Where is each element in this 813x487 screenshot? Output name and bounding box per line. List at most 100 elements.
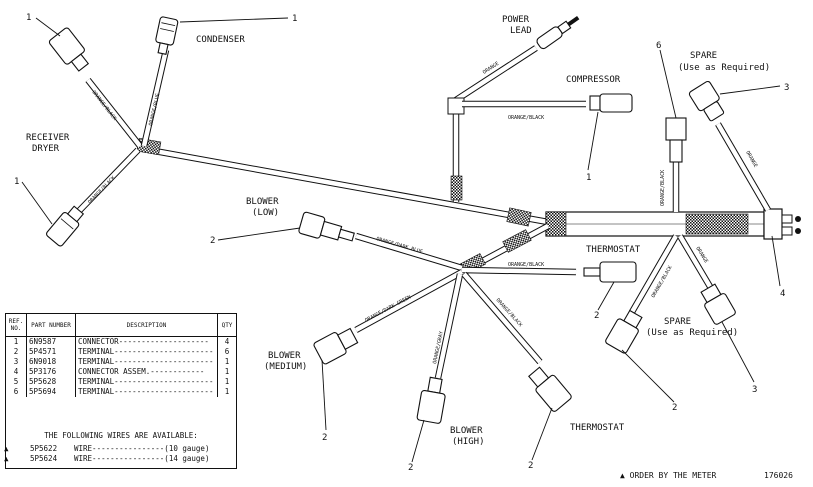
table-row: 1 6N9587 CONNECTOR-------------------- 4 (6, 336, 236, 347)
wire-desc: WIRE----------------(14 gauge) (74, 454, 210, 463)
wire-label-orange-black-mid: ORANGE/BLACK (508, 262, 544, 268)
callout-number: 2 (322, 433, 327, 443)
label-blower-high-2: (HIGH) (452, 437, 485, 447)
cell-part: 5P5694 (26, 387, 76, 397)
leader-lines (21, 17, 781, 463)
cell-qty: 1 (224, 377, 230, 386)
callout-number: 2 (528, 461, 533, 471)
label-thermostat-mid: THERMOSTAT (586, 245, 641, 255)
label-spare-top-1: SPARE (690, 51, 717, 61)
cell-part: 5P4571 (26, 347, 76, 357)
callout-number: 2 (408, 463, 413, 473)
label-blower-high-1: BLOWER (450, 426, 483, 436)
label-blower-low-2: (LOW) (252, 208, 279, 218)
cell-ref: 6 (6, 387, 27, 397)
cell-ref: 3 (6, 357, 27, 367)
label-receiver-1: RECEIVER (26, 133, 70, 143)
wire-label-orange-black-receiver: ORANGE/BLACK (87, 175, 116, 205)
label-spare-bottom-2: (Use as Required) (646, 328, 738, 338)
wire-part: 5P5624 (30, 454, 58, 463)
callout-number: 2 (210, 236, 215, 246)
condenser-branch (48, 16, 179, 149)
cell-qty: 1 (224, 387, 230, 396)
cell-part: 5P3176 (26, 367, 76, 377)
label-power-lead-2: LEAD (510, 26, 532, 36)
callout-number: 1 (14, 177, 19, 187)
terminal-6-branch (665, 117, 687, 212)
header-part: PART NUMBER (26, 314, 76, 337)
cell-desc: CONNECTOR-------------------- (75, 336, 218, 347)
drawing-number: 176026 (764, 471, 793, 480)
spare-bottom-branch (605, 234, 679, 354)
cell-part: 6N9587 (26, 336, 76, 347)
cell-part: 6N9018 (26, 357, 76, 367)
label-thermostat-bottom: THERMOSTAT (570, 423, 625, 433)
cell-qty: 6 (224, 347, 230, 356)
meter-mark: ▲ (4, 454, 9, 463)
cell-qty: 1 (224, 357, 230, 366)
table-row: 4 5P3176 CONNECTOR ASSEM.------------ 1 (6, 367, 236, 377)
cell-qty: 4 (224, 337, 230, 346)
thermostat-bottom-branch (461, 271, 572, 412)
cell-desc: TERMINAL---------------------- (75, 357, 218, 367)
callout-number: 3 (752, 385, 757, 395)
label-spare-bottom-1: SPARE (664, 317, 691, 327)
callout-number: 1 (292, 14, 297, 24)
wire-label-orange-spare-top: ORANGE (744, 150, 758, 169)
callout-number: 2 (594, 311, 599, 321)
label-blower-low-1: BLOWER (246, 197, 279, 207)
table-row: 5 5P5628 TERMINAL---------------------- … (6, 377, 236, 387)
wire-label-orange-dark-green: ORANGE/DARK GREEN (364, 294, 412, 323)
callout-number: 4 (780, 289, 785, 299)
cell-desc: TERMINAL---------------------- (75, 377, 218, 387)
cell-ref: 4 (6, 367, 27, 377)
lower-trunk (460, 223, 550, 275)
footer-note: ▲ ORDER BY THE METER (620, 471, 717, 480)
cell-qty: 1 (224, 367, 230, 376)
spare-top-branch (688, 80, 771, 212)
label-receiver-2: DRYER (32, 144, 60, 154)
blower-low-branch (298, 211, 463, 272)
mid-terminal-branch (461, 261, 637, 283)
cell-part: 5P5628 (26, 377, 76, 387)
table-row: 2 5P4571 TERMINAL---------------------- … (6, 347, 236, 357)
power-lead-branch (447, 16, 580, 202)
label-power-lead-1: POWER (502, 15, 530, 25)
meter-mark: ▲ (4, 444, 9, 453)
cell-ref: 1 (6, 336, 27, 347)
parts-table: REF. NO. PART NUMBER DESCRIPTION QTY 1 6… (4, 313, 237, 469)
wire-label-orange-black-condenser: ORANGE/BLACK (90, 90, 117, 122)
orange-right-branch (677, 234, 736, 325)
header-desc: DESCRIPTION (75, 314, 218, 337)
blower-high-branch (416, 273, 464, 424)
callout-number: 6 (656, 41, 661, 51)
label-blower-medium-2: (MEDIUM) (264, 362, 307, 372)
callout-number: 2 (672, 403, 677, 413)
wires-note: THE FOLLOWING WIRES ARE AVAILABLE: (44, 431, 198, 440)
wire-desc: WIRE----------------(10 gauge) (74, 444, 210, 453)
callout-number: 3 (784, 83, 789, 93)
cell-ref: 5 (6, 377, 27, 387)
connector-block (545, 208, 801, 240)
header-ref: REF. NO. (6, 314, 27, 337)
receiver-dryer-branch (46, 147, 141, 247)
label-condenser: CONDENSER (196, 35, 245, 45)
callout-number: 1 (26, 13, 31, 23)
cell-desc: TERMINAL---------------------- (75, 387, 218, 397)
main-trunk (136, 137, 549, 227)
table-row: 3 6N9018 TERMINAL---------------------- … (6, 357, 236, 367)
compressor-branch (462, 93, 633, 113)
table-row: 6 5P5694 TERMINAL---------------------- … (6, 387, 236, 397)
callout-number: 1 (586, 173, 591, 183)
wire-label-orange-black-compressor: ORANGE/BLACK (508, 115, 544, 121)
cell-desc: CONNECTOR ASSEM.------------ (75, 367, 218, 377)
cell-desc: TERMINAL---------------------- (75, 347, 218, 357)
label-blower-medium-1: BLOWER (268, 351, 301, 361)
header-qty: QTY (217, 314, 236, 337)
label-spare-top-2: (Use as Required) (678, 63, 770, 73)
wire-label-orange-black-6: ORANGE/BLACK (660, 170, 666, 206)
blower-medium-branch (313, 269, 464, 365)
component-labels: CONDENSER POWER LEAD COMPRESSOR SPARE (U… (26, 15, 770, 447)
cell-ref: 2 (6, 347, 27, 357)
